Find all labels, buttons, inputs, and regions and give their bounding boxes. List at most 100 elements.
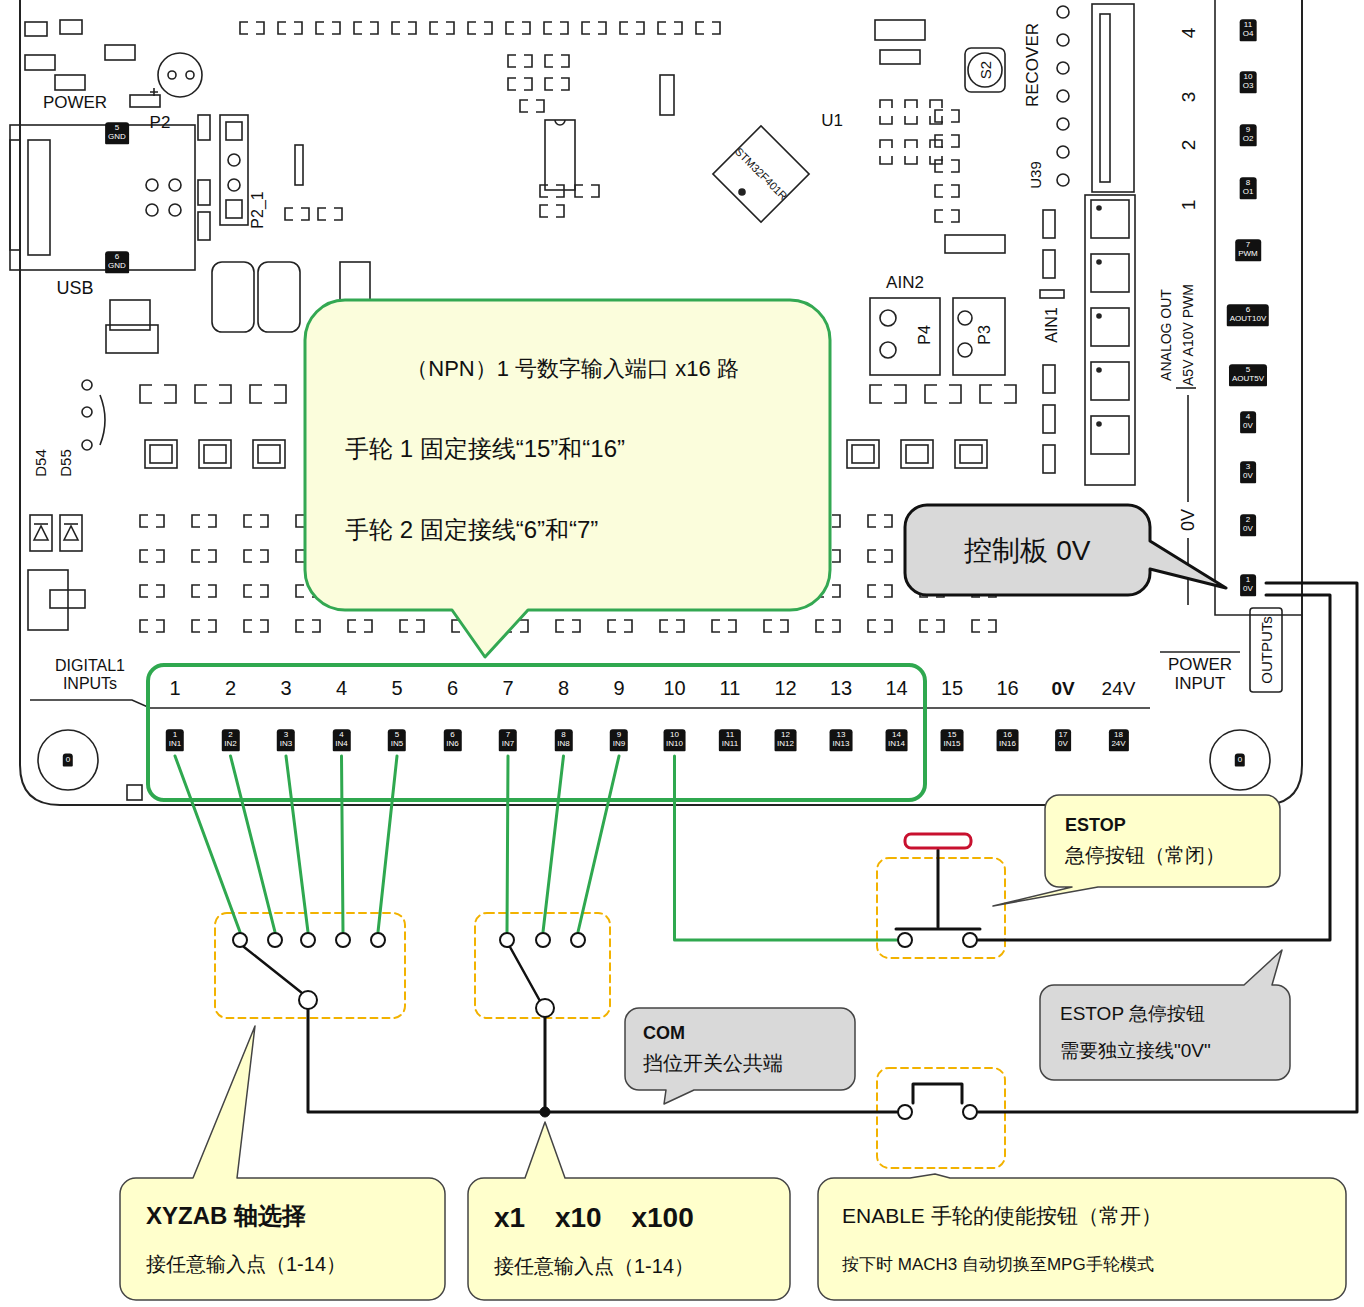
drawing-shape — [500, 933, 514, 947]
drawing-shape — [520, 100, 544, 112]
drawing-shape — [10, 125, 195, 270]
drawing-shape — [34, 523, 48, 525]
drawing-shape — [935, 160, 959, 172]
drawing-shape — [148, 665, 925, 800]
terminal-number: 4 — [336, 678, 347, 698]
drawing-shape — [870, 385, 906, 403]
terminal-number: 1 — [169, 678, 180, 698]
callout-outline — [1040, 985, 1290, 1080]
pin-label: 7 IN7 — [499, 729, 517, 751]
drawing-shape — [371, 933, 385, 947]
silkscreen-label: D55 — [58, 449, 73, 477]
drawing-shape — [540, 1107, 550, 1117]
pin-label: 5 AOUT5V — [1229, 364, 1267, 386]
drawing-shape — [925, 385, 961, 403]
drawing-shape — [175, 756, 240, 932]
callout-text: ESTOP 急停按钮 — [1060, 1002, 1270, 1026]
pin-label: 16 IN16 — [996, 729, 1019, 751]
terminal-number: 5 — [391, 678, 402, 698]
drawing-shape — [675, 756, 898, 940]
drawing-shape — [244, 620, 268, 632]
drawing-shape — [1040, 290, 1064, 298]
drawing-shape — [55, 75, 85, 90]
drawing-shape — [980, 385, 1016, 403]
drawing-shape — [880, 100, 892, 124]
drawing-shape — [540, 185, 564, 197]
drawing-shape — [870, 298, 940, 375]
silkscreen-label: ANALOG OUT — [1159, 289, 1173, 381]
pin-label: 2 0V — [1240, 514, 1256, 536]
drawing-shape — [960, 445, 982, 463]
drawing-shape — [1057, 90, 1069, 102]
drawing-shape — [536, 933, 550, 947]
drawing-shape — [169, 204, 181, 216]
drawing-shape — [198, 180, 210, 205]
drawing-shape — [468, 22, 492, 34]
terminal-number: 3 — [280, 678, 291, 698]
drawing-shape — [1097, 206, 1101, 210]
drawing-shape — [60, 515, 82, 551]
drawing-shape — [64, 526, 78, 540]
pin-label: 14 IN14 — [885, 729, 908, 751]
drawing-shape — [233, 933, 247, 947]
terminal-number: 16 — [996, 678, 1018, 698]
drawing-shape — [25, 22, 47, 36]
drawing-shape — [204, 445, 226, 463]
terminal-number: 14 — [885, 678, 907, 698]
drawing-shape — [578, 756, 619, 932]
callout-outline — [120, 1178, 445, 1300]
terminal-number: 8 — [558, 678, 569, 698]
callout-bubble: 控制板 0V — [905, 505, 1150, 595]
silkscreen-label: AIN1 — [1044, 307, 1060, 343]
drawing-shape — [199, 440, 231, 468]
drawing-shape — [712, 620, 736, 632]
drawing-shape — [696, 22, 720, 34]
drawing-shape — [1057, 6, 1069, 18]
pin-label: 4 IN4 — [332, 729, 350, 751]
drawing-shape — [268, 933, 282, 947]
drawing-shape — [898, 1105, 912, 1119]
callout-bubble: COM挡位开关公共端 — [625, 1008, 855, 1090]
drawing-shape — [30, 700, 1150, 708]
silkscreen-label: AIN2 — [886, 274, 924, 291]
drawing-shape — [10, 140, 20, 250]
silkscreen-label: POWER — [43, 94, 107, 111]
callout-bubble: ESTOP 急停按钮需要独立接线"0V" — [1040, 985, 1290, 1080]
pin-label: 3 0V — [1240, 461, 1256, 483]
drawing-shape — [169, 179, 181, 191]
drawing-shape — [140, 385, 176, 403]
drawing-shape — [1091, 362, 1129, 400]
drawing-shape — [958, 311, 972, 325]
silkscreen-label: USB — [56, 279, 93, 297]
drawing-shape — [296, 620, 320, 632]
drawing-shape — [295, 145, 303, 185]
pin-label: 12 IN12 — [774, 729, 797, 751]
drawing-shape — [510, 947, 540, 1001]
pin-label: 1 0V — [1240, 574, 1256, 596]
pin-label: 11 O4 — [1240, 19, 1257, 41]
drawing-shape — [192, 515, 216, 527]
drawing-shape — [608, 620, 632, 632]
silkscreen-label: D54 — [33, 449, 48, 477]
drawing-shape — [937, 850, 940, 927]
pin-label: 1 IN1 — [166, 729, 184, 751]
pin-label: 10 O3 — [1240, 71, 1257, 93]
drawing-shape — [25, 55, 55, 70]
terminal-number: 2 — [225, 678, 236, 698]
callout-text: ESTOP — [1065, 814, 1260, 837]
drawing-shape — [582, 22, 606, 34]
drawing-shape — [30, 515, 52, 551]
drawing-shape — [963, 1105, 977, 1119]
pin-label: 6 GND — [105, 251, 129, 273]
callout-bubble: XYZAB 轴选择接任意输入点（1-14） — [120, 1178, 445, 1300]
drawing-shape — [82, 407, 92, 417]
drawing-shape — [146, 204, 158, 216]
drawing-shape — [875, 20, 925, 40]
pin-label: 0 — [1235, 754, 1245, 767]
callout-text: ENABLE 手轮的使能按钮（常开） — [842, 1203, 1322, 1229]
drawing-shape — [38, 730, 98, 790]
drawing-shape — [244, 947, 302, 993]
drawing-shape — [660, 620, 684, 632]
pin-label: 18 24V — [1108, 729, 1128, 751]
drawing-shape — [847, 440, 879, 468]
